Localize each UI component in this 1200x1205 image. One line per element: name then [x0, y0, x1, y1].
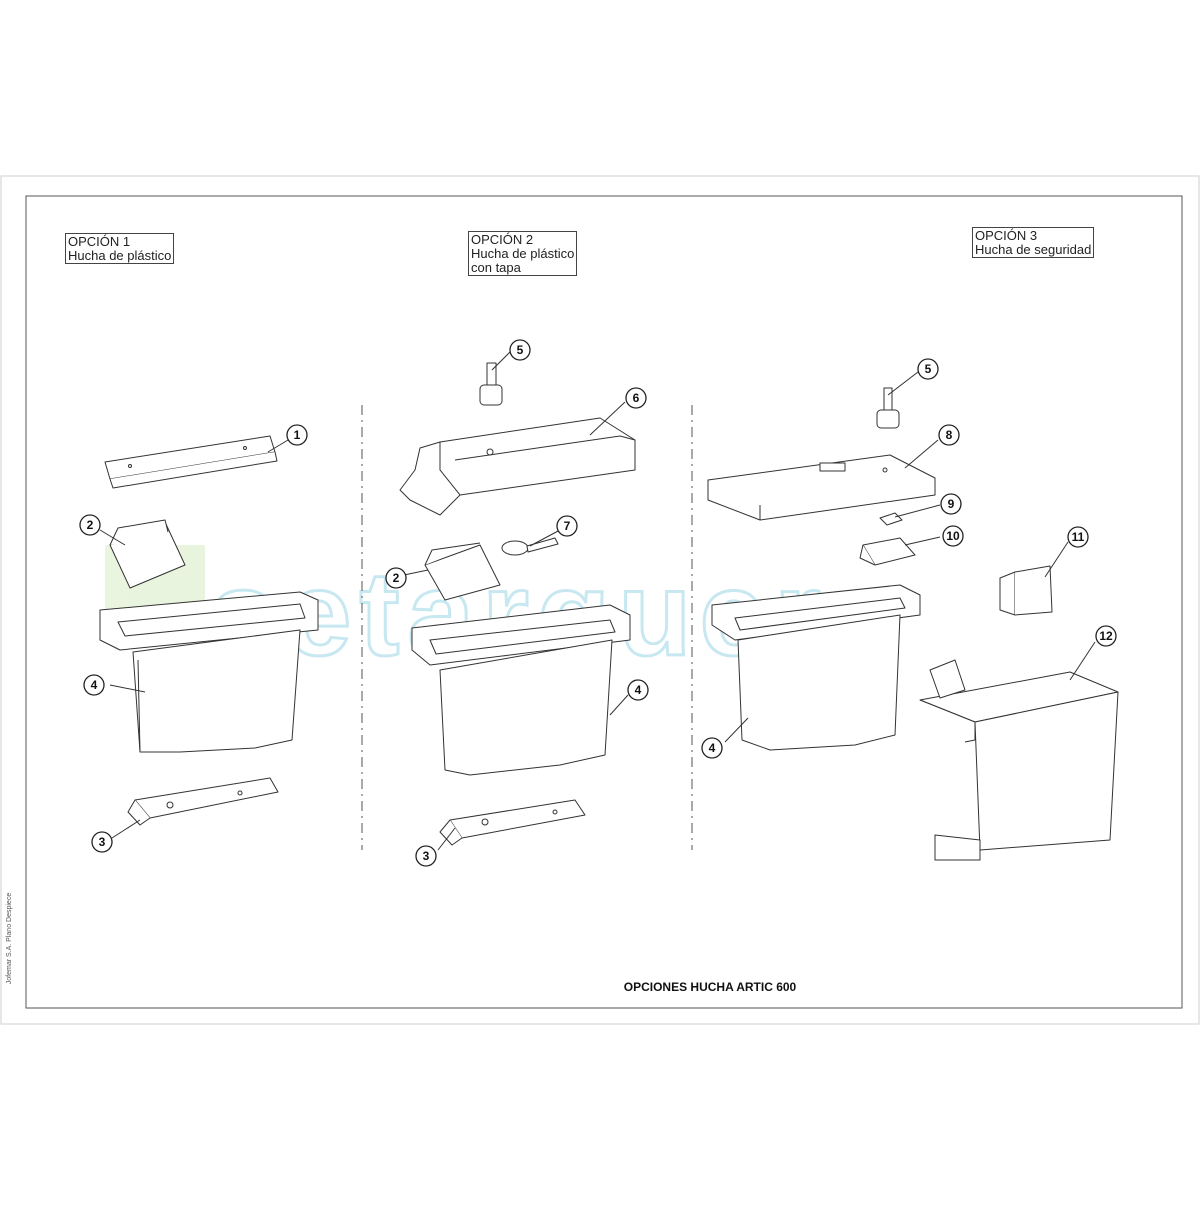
- option-3-label: OPCIÓN 3 Hucha de seguridad: [972, 227, 1095, 258]
- part-10-latch: [859, 537, 916, 566]
- callout-numbers: 1 2 4 3 5 6 7 2 4 3 5 8 9 10 11 12 4: [87, 343, 1113, 863]
- callout-3a: 3: [99, 835, 106, 849]
- callout-10: 10: [946, 529, 960, 543]
- part-5-lock-a: [479, 362, 503, 406]
- option-2-line-2: con tapa: [471, 260, 521, 275]
- part-1-top-strip: [104, 435, 278, 489]
- part-9-clip: [879, 512, 903, 526]
- callout-2b: 2: [393, 571, 400, 585]
- part-4-plastic-box-a: [99, 591, 319, 753]
- callout-circles: [79, 339, 1117, 867]
- part-4-plastic-box-b: [411, 604, 631, 776]
- option-1-title: OPCIÓN 1: [68, 234, 131, 249]
- option-2-label: OPCIÓN 2 Hucha de plástico con tapa: [468, 231, 578, 276]
- part-12-security-box: [919, 659, 1119, 861]
- part-11-hinge: [999, 565, 1053, 616]
- callout-4c: 4: [709, 741, 716, 755]
- option-2-line-1: Hucha de plástico: [471, 246, 575, 261]
- part-2-bracket-b: [424, 542, 501, 601]
- part-7-key: [501, 537, 559, 556]
- part-2-bracket-a: [109, 519, 186, 589]
- leader-lines: [99, 351, 1096, 851]
- part-8-security-lid: [707, 454, 936, 521]
- outer-frame: [0, 175, 1200, 1025]
- drawing-title: OPCIONES HUCHA ARTIC 600: [623, 980, 797, 994]
- part-3-base-plate-a: [127, 777, 279, 826]
- callout-7: 7: [564, 519, 571, 533]
- part-6-lid: [399, 417, 636, 516]
- callout-1: 1: [294, 428, 301, 442]
- callout-5c: 5: [925, 362, 932, 376]
- callout-8: 8: [946, 428, 953, 442]
- part-5-lock-b: [876, 387, 900, 429]
- option-1-label: OPCIÓN 1 Hucha de plástico: [65, 233, 175, 264]
- callout-4a: 4: [91, 678, 98, 692]
- side-note: Jofemar S.A. Plano Despiece: [6, 892, 14, 985]
- inner-frame: [25, 195, 1183, 1009]
- part-3-base-plate-b: [439, 799, 586, 846]
- callout-4b: 4: [635, 683, 642, 697]
- callout-6: 6: [633, 391, 640, 405]
- callout-3b: 3: [423, 849, 430, 863]
- option-1-line-1: Hucha de plástico: [68, 248, 172, 263]
- option-2-title: OPCIÓN 2: [471, 232, 534, 247]
- part-4-plastic-box-c: [711, 584, 921, 751]
- callout-11: 11: [1072, 530, 1085, 544]
- option-3-line-1: Hucha de seguridad: [975, 242, 1092, 257]
- option-3-title: OPCIÓN 3: [975, 228, 1038, 243]
- callout-2a: 2: [87, 518, 94, 532]
- callout-5b: 5: [517, 343, 524, 357]
- callout-12: 12: [1099, 629, 1113, 643]
- callout-9: 9: [948, 497, 955, 511]
